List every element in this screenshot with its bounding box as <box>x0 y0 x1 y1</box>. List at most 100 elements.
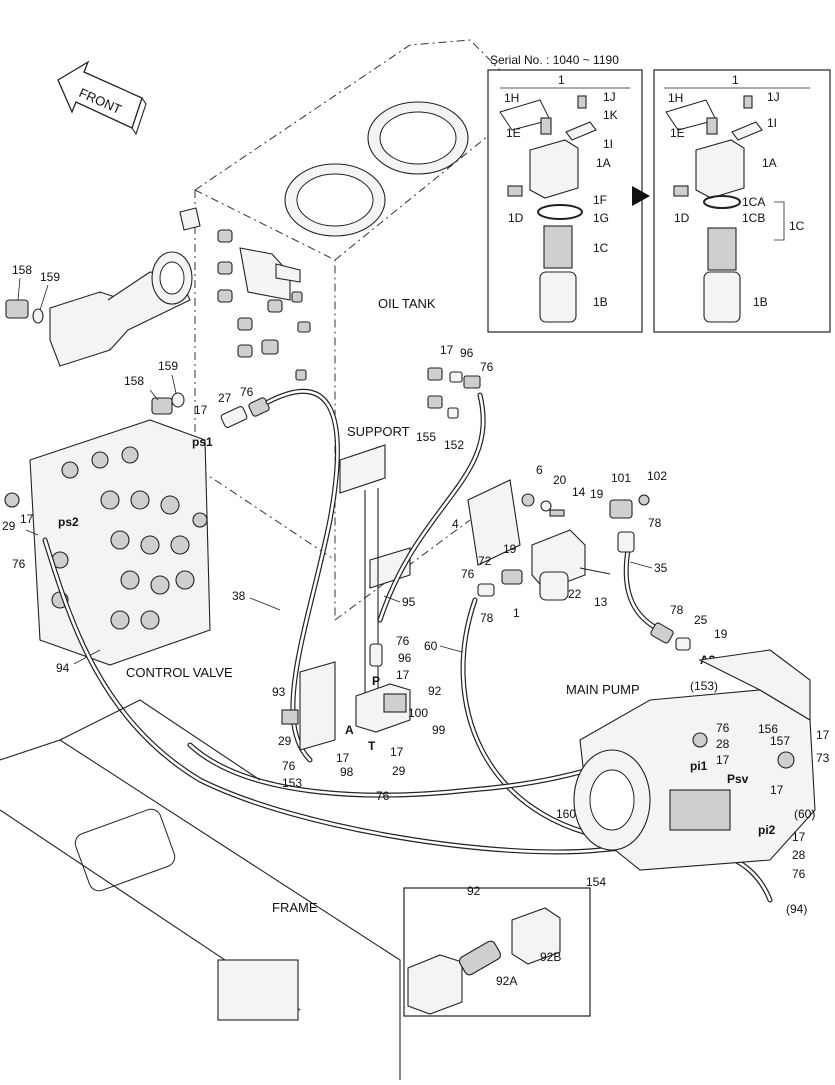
part-93: 93 <box>272 685 286 699</box>
inset-left-1A: 1A <box>596 156 611 170</box>
part-78-c: 78 <box>670 603 684 617</box>
part-157: 157 <box>770 734 790 748</box>
port-ps1: ps1 <box>192 435 213 449</box>
part-17-e: 17 <box>336 751 350 765</box>
inset-left-1B: 1B <box>593 295 608 309</box>
part-96-b: 96 <box>398 651 412 665</box>
inset-left-1I: 1I <box>603 137 613 151</box>
oil-tank-label: OIL TANK <box>378 296 436 311</box>
inset-right-part-1: 1 <box>732 73 739 87</box>
part-20: 20 <box>553 473 567 487</box>
part-153: 153 <box>282 776 302 790</box>
part-29-cv: 29 <box>2 519 16 533</box>
oil-tank: OIL TANK <box>179 39 521 621</box>
part-76-d: 76 <box>461 567 475 581</box>
part-4: 4 <box>452 517 459 531</box>
inset-arrow-icon <box>632 186 650 206</box>
inset-left-1H: 1H <box>504 91 519 105</box>
part-78-b: 78 <box>480 611 494 625</box>
part-76-ps1: 76 <box>240 385 254 399</box>
control-valve: ps2 29 17 76 94 CONTROL VALVE <box>2 419 233 680</box>
part-17-i: 17 <box>770 783 784 797</box>
port-pi2: pi2 <box>758 823 776 837</box>
part-154: 154 <box>586 875 606 889</box>
part-156: 156 <box>758 722 778 736</box>
a3-fittings: 78 25 19 A3 <box>650 603 728 667</box>
suction-pipe-assembly: 158 159 <box>5 251 193 367</box>
part-153-paren: (153) <box>690 679 718 693</box>
port-pi1: pi1 <box>690 759 708 773</box>
part-94-cv: 94 <box>56 661 70 675</box>
part-25: 25 <box>694 613 708 627</box>
part-152: 152 <box>444 438 464 452</box>
part-14: 14 <box>572 485 586 499</box>
inset-right-1C: 1C <box>789 219 805 233</box>
inset-serial-1040-1190: Serial No. : 1040 ~ 1190 1 1H 1J 1K 1E 1… <box>487 53 643 333</box>
inset-left-1D: 1D <box>508 211 524 225</box>
main-pump: MAIN PUMP (153) 76 28 17 pi1 Psv 156 157… <box>556 649 830 916</box>
part-101: 101 <box>611 471 631 485</box>
part-76-e: 76 <box>396 634 410 648</box>
part-17-d: 17 <box>396 668 410 682</box>
part-17-cv: 17 <box>20 512 34 526</box>
part-94-paren: (94) <box>786 902 807 916</box>
detail-92-box: 92 92A 92B <box>403 884 591 1017</box>
solenoid-valve-block: 76 96 17 P 93 92 100 99 A T 29 17 76 98 … <box>272 634 446 803</box>
part-102: 102 <box>647 469 667 483</box>
inset-right-1I: 1I <box>767 116 777 130</box>
part-159-mid: 159 <box>158 359 178 373</box>
support-top-fittings: 17 96 76 155 152 <box>416 343 494 452</box>
part-159-top: 159 <box>40 270 60 284</box>
part-158-mid: 158 <box>124 374 144 388</box>
part-92-main: 92 <box>428 684 442 698</box>
part-17-ps1: 17 <box>194 403 208 417</box>
part-13: 13 <box>594 595 608 609</box>
part-78-a: 78 <box>648 516 662 530</box>
control-valve-label: CONTROL VALVE <box>126 665 233 680</box>
part-76-g: 76 <box>376 789 390 803</box>
part-60-paren: (60) <box>794 807 815 821</box>
port-ps2: ps2 <box>58 515 79 529</box>
port-p: P <box>372 674 380 688</box>
part-29-b: 29 <box>278 734 292 748</box>
part-38: 38 <box>232 589 246 603</box>
detail-92-label: 92 <box>467 884 481 898</box>
part-27: 27 <box>218 391 232 405</box>
inset-left-1G: 1G <box>593 211 609 225</box>
inset-right-1CA: 1CA <box>742 195 765 209</box>
inset-right-1A: 1A <box>762 156 777 170</box>
part-99: 99 <box>432 723 446 737</box>
part-92B: 92B <box>540 950 561 964</box>
part-76-top: 76 <box>480 360 494 374</box>
part-155: 155 <box>416 430 436 444</box>
frame: FRAME <box>0 699 401 1080</box>
part-73: 73 <box>816 751 830 765</box>
part-76-i: 76 <box>792 867 806 881</box>
inset-left-1K: 1K <box>603 108 618 122</box>
inset-left-1C: 1C <box>593 241 609 255</box>
part-100: 100 <box>408 706 428 720</box>
part-160: 160 <box>556 807 576 821</box>
inset-right-1E: 1E <box>670 126 685 140</box>
inset-right-1CB: 1CB <box>742 211 765 225</box>
part-76-cv: 76 <box>12 557 26 571</box>
inset-left-1F: 1F <box>593 193 607 207</box>
port-psv: Psv <box>727 772 749 786</box>
frame-label: FRAME <box>272 900 318 915</box>
part-19-a: 19 <box>590 487 604 501</box>
inset-right-1D: 1D <box>674 211 690 225</box>
inset-right: 1 1H 1J 1E 1I 1A 1D 1CA 1CB 1C 1B <box>653 69 831 333</box>
part-6: 6 <box>536 463 543 477</box>
part-19-c: 19 <box>714 627 728 641</box>
part-17-g: 17 <box>716 753 730 767</box>
breather-assembly: 158 159 <box>124 359 185 415</box>
support-label: SUPPORT <box>347 424 410 439</box>
part-76-f: 76 <box>282 759 296 773</box>
part-60: 60 <box>424 639 438 653</box>
part-17-f: 17 <box>390 745 404 759</box>
inset-right-1B: 1B <box>753 295 768 309</box>
inset-left-part-1: 1 <box>558 73 565 87</box>
part-35: 35 <box>654 561 668 575</box>
